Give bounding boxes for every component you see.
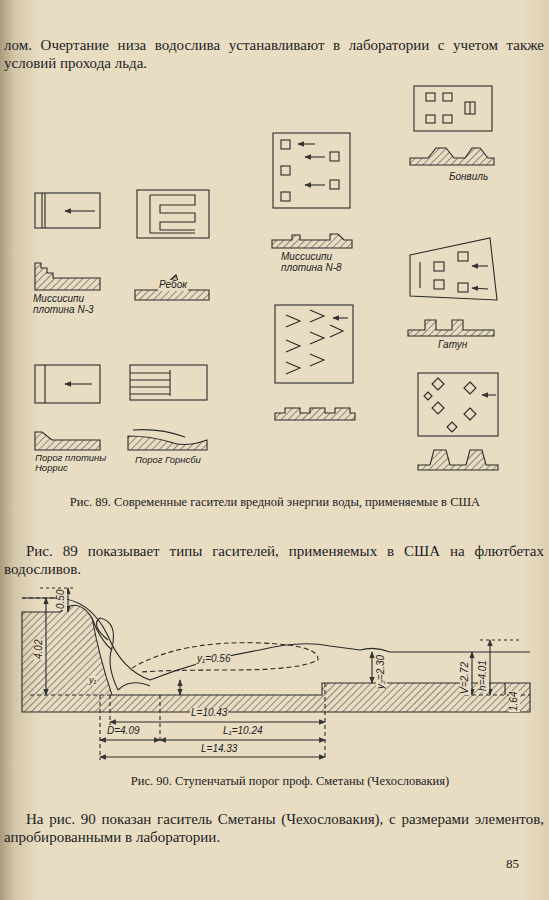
dimension-label: y₁ xyxy=(88,676,97,685)
dimension-label: L₁=10.24 xyxy=(222,726,264,737)
dimension-label: 1.64 xyxy=(509,691,520,712)
figure-label: Порог плотины Норрис xyxy=(34,453,116,473)
figure-label: Гатун xyxy=(437,340,468,351)
dimension-label: V=2.72 xyxy=(460,661,471,695)
paragraph-text: Рис. 89 показывает типы гасителей, приме… xyxy=(4,542,544,578)
dimension-label: D=4.09 xyxy=(106,726,141,737)
dimension-label: h=4.01 xyxy=(478,659,489,692)
paragraph-text: На рис. 90 показан гаситель Сметаны (Чех… xyxy=(4,810,544,846)
paragraph-text: лом. Очертание низа водослива устанавлив… xyxy=(4,36,544,72)
dimension-label: y₁=0.56 xyxy=(196,654,231,665)
figure-label: Миссисипи плотина N-3 xyxy=(32,294,114,315)
figure-label: Ребок xyxy=(158,280,188,291)
dimension-label: 0.50 xyxy=(56,589,67,610)
figure-label: Бонвиль xyxy=(448,172,489,183)
figure-caption: Рис. 90. Ступенчатый порог проф. Сметаны… xyxy=(80,774,500,790)
dimension-label: y₂=2.30 xyxy=(376,654,387,690)
figure-label: Порог Горнсби xyxy=(134,455,202,465)
figure-caption: Рис. 89. Современные гасители вредной эн… xyxy=(55,495,495,511)
dimension-label: L=14.33 xyxy=(200,744,238,755)
dimension-label: 4.02 xyxy=(34,639,45,660)
page-number: 85 xyxy=(506,856,519,872)
dimension-label: L=10.43 xyxy=(190,708,228,719)
figure-label: Миссисипи плотина N-8 xyxy=(280,252,372,273)
